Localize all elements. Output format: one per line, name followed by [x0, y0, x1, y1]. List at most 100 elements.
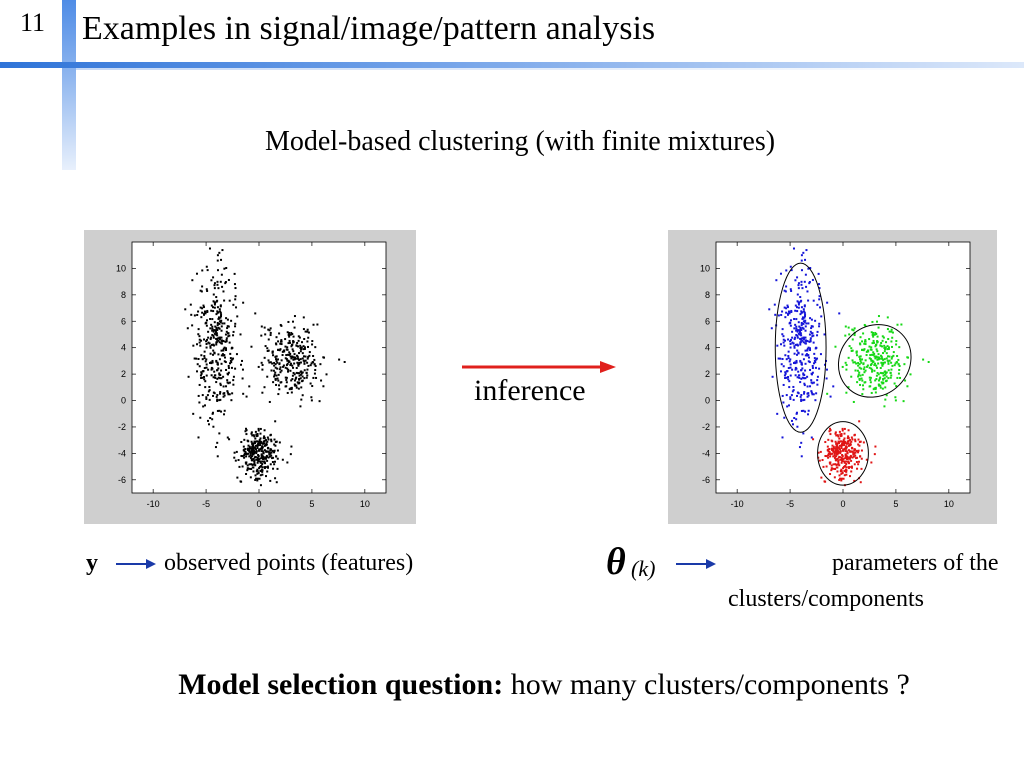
- data-point: [811, 367, 814, 370]
- data-point: [818, 298, 821, 301]
- data-point: [250, 463, 253, 466]
- data-point: [209, 417, 212, 420]
- data-point: [802, 308, 805, 311]
- data-point: [248, 455, 251, 458]
- data-point: [840, 458, 843, 461]
- data-point: [269, 361, 272, 364]
- data-point: [793, 345, 796, 348]
- data-point: [835, 463, 838, 466]
- data-point: [789, 346, 792, 349]
- data-point: [244, 448, 247, 451]
- data-point: [259, 440, 262, 443]
- data-point: [246, 469, 249, 472]
- data-point: [804, 342, 807, 345]
- data-point: [223, 360, 226, 363]
- data-point: [293, 326, 296, 329]
- data-point: [862, 349, 865, 352]
- data-point: [314, 346, 317, 349]
- data-point: [838, 437, 841, 440]
- data-point: [292, 371, 295, 374]
- data-point: [785, 358, 788, 361]
- data-point: [277, 384, 280, 387]
- data-point: [799, 313, 802, 316]
- data-point: [785, 394, 788, 397]
- data-point: [256, 468, 259, 471]
- data-point: [299, 344, 302, 347]
- question-bold: Model selection question:: [178, 668, 504, 701]
- data-point: [829, 455, 832, 458]
- data-point: [872, 335, 875, 338]
- data-point: [299, 361, 302, 364]
- data-point: [903, 363, 906, 366]
- data-point: [784, 371, 787, 374]
- data-point: [209, 317, 212, 320]
- data-point: [790, 289, 793, 292]
- data-point: [877, 353, 880, 356]
- data-point: [835, 450, 838, 453]
- data-point: [221, 249, 224, 252]
- data-point: [201, 358, 204, 361]
- data-point: [313, 358, 316, 361]
- data-point: [796, 349, 799, 352]
- data-point: [777, 357, 780, 360]
- data-point: [303, 360, 306, 363]
- data-point: [275, 383, 278, 386]
- data-point: [261, 446, 264, 449]
- data-point: [223, 267, 226, 270]
- data-point: [874, 362, 877, 365]
- data-point: [286, 331, 289, 334]
- data-point: [296, 372, 299, 375]
- data-point: [217, 353, 220, 356]
- data-point: [201, 311, 204, 314]
- data-point: [220, 336, 223, 339]
- data-point: [829, 452, 832, 455]
- data-point: [801, 353, 804, 356]
- data-point: [226, 391, 229, 394]
- data-point: [286, 367, 289, 370]
- data-point: [220, 339, 223, 342]
- data-point: [195, 357, 198, 360]
- data-point: [856, 369, 859, 372]
- data-point: [844, 325, 847, 328]
- data-point: [883, 361, 886, 364]
- data-point: [796, 353, 799, 356]
- slide-subtitle: Model-based clustering (with finite mixt…: [264, 126, 776, 157]
- data-point: [843, 440, 846, 443]
- data-point: [898, 368, 901, 371]
- data-point: [225, 330, 228, 333]
- data-point: [863, 366, 866, 369]
- data-point: [232, 375, 235, 378]
- data-point: [253, 462, 256, 465]
- data-point: [791, 368, 794, 371]
- data-point: [838, 444, 841, 447]
- data-point: [216, 394, 219, 397]
- data-point: [243, 454, 246, 457]
- data-point: [845, 450, 848, 453]
- data-point: [292, 356, 295, 359]
- data-point: [227, 278, 230, 281]
- data-point: [785, 307, 788, 310]
- data-point: [849, 450, 852, 453]
- data-point: [310, 362, 313, 365]
- data-point: [781, 310, 784, 313]
- data-point: [279, 342, 282, 345]
- data-point: [863, 323, 866, 326]
- data-point: [209, 345, 212, 348]
- data-point: [216, 363, 219, 366]
- data-point: [843, 465, 846, 468]
- data-point: [233, 283, 236, 286]
- data-point: [271, 362, 274, 365]
- theta-symbol: θ: [606, 541, 626, 583]
- data-point: [800, 363, 803, 366]
- data-point: [820, 476, 823, 479]
- data-point: [223, 394, 226, 397]
- data-point: [862, 441, 865, 444]
- data-point: [250, 431, 253, 434]
- data-point: [871, 342, 874, 345]
- data-point: [253, 452, 256, 455]
- data-point: [783, 416, 786, 419]
- data-point: [838, 430, 841, 433]
- x-tick-label: 5: [893, 499, 898, 509]
- data-point: [780, 363, 783, 366]
- data-point: [275, 374, 278, 377]
